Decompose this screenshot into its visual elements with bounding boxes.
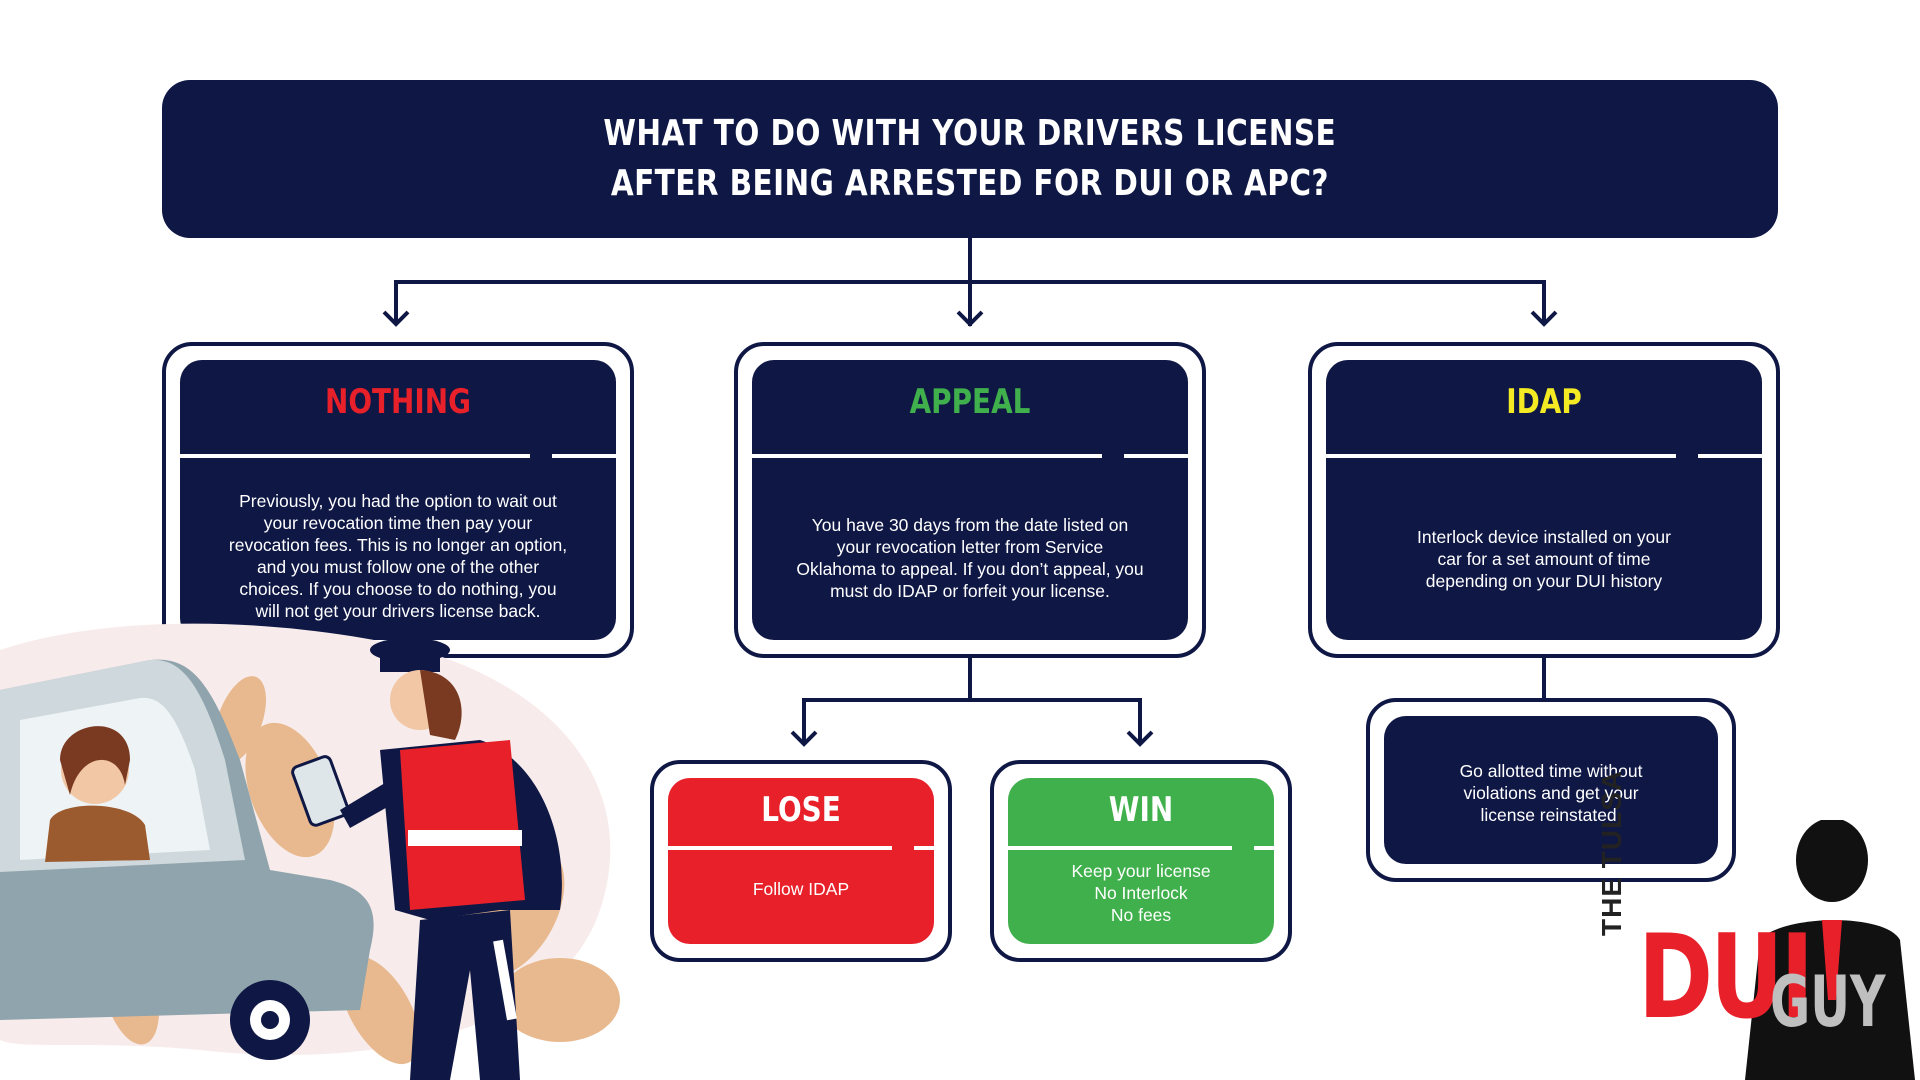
text-line: Interlock device installed on your [1417, 527, 1671, 547]
option-heading-appeal: APPEAL [909, 382, 1031, 422]
outcome-text-win: Keep your license No Interlock No fees [1018, 860, 1264, 926]
text-line: your revocation letter from Service [836, 537, 1104, 557]
silhouette-man-icon [1745, 820, 1915, 1080]
option-card-nothing-panel: NOTHING Previously, you had the option t… [180, 360, 616, 640]
text-line: your revocation time then pay your [263, 513, 533, 533]
option-card-appeal-panel: APPEAL You have 30 days from the date li… [752, 360, 1188, 640]
title-line-2: AFTER BEING ARRESTED FOR DUI OR APC? [610, 163, 1330, 204]
text-line: No fees [1110, 905, 1172, 925]
option-card-idap: IDAP Interlock device installed on your … [1308, 342, 1780, 658]
option-heading-idap: IDAP [1506, 382, 1582, 422]
divider-gap [1232, 846, 1254, 850]
logo-tulsa-text: TULSA [1596, 769, 1627, 869]
option-text-appeal: You have 30 days from the date listed on… [788, 514, 1152, 602]
card-divider [1326, 454, 1762, 458]
arrowhead-nothing [382, 310, 410, 327]
divider-gap [892, 846, 914, 850]
text-line: You have 30 days from the date listed on [811, 515, 1129, 535]
text-line: depending on your DUI history [1425, 571, 1663, 591]
arrowhead-appeal [956, 310, 984, 327]
outcome-card-win: WIN Keep your license No Interlock No fe… [990, 760, 1292, 962]
title-banner: WHAT TO DO WITH YOUR DRIVERS LICENSE AFT… [162, 80, 1778, 238]
text-line: Follow IDAP [752, 879, 850, 899]
text-line: violations and get your [1463, 783, 1639, 803]
text-line: and you must follow one of the other [256, 557, 540, 577]
arrowhead-idap [1530, 310, 1558, 327]
logo-the: THE TULSA [1596, 770, 1628, 936]
title-line-1: WHAT TO DO WITH YOUR DRIVERS LICENSE [603, 113, 1337, 154]
text-line: revocation fees. This is no longer an op… [228, 535, 568, 555]
option-text-nothing: Previously, you had the option to wait o… [216, 490, 580, 622]
text-line: Oklahoma to appeal. If you don’t appeal,… [796, 559, 1144, 579]
text-line: Keep your license [1071, 861, 1211, 881]
arrowhead-win [1126, 730, 1154, 747]
outcome-card-lose-panel: LOSE Follow IDAP [668, 778, 934, 944]
outcome-heading-lose: LOSE [761, 790, 841, 830]
text-line: No Interlock [1094, 883, 1188, 903]
outcome-heading-win: WIN [1108, 790, 1174, 830]
divider-gap [1102, 454, 1124, 458]
option-heading-nothing: NOTHING [325, 382, 471, 422]
text-line: license reinstated. [1480, 805, 1622, 825]
option-card-appeal: APPEAL You have 30 days from the date li… [734, 342, 1206, 658]
logo-the-text: THE [1596, 877, 1627, 936]
card-divider [752, 454, 1188, 458]
text-line: car for a set amount of time [1437, 549, 1651, 569]
text-line: must do IDAP or forfeit your license. [830, 581, 1110, 601]
outcome-text-lose: Follow IDAP [678, 878, 924, 900]
card-divider [1008, 846, 1274, 850]
divider-gap [1676, 454, 1698, 458]
outcome-card-idap-result-panel: Go allotted time without violations and … [1384, 716, 1718, 864]
outcome-card-win-panel: WIN Keep your license No Interlock No fe… [1008, 778, 1274, 944]
text-line: Previously, you had the option to wait o… [239, 491, 557, 511]
outcome-card-idap-result: Go allotted time without violations and … [1366, 698, 1736, 882]
arrowhead-lose [790, 730, 818, 747]
card-divider [180, 454, 616, 458]
officer-at-car-window-illustration [0, 623, 620, 1080]
outcome-text-idap-result: Go allotted time without violations and … [1394, 760, 1708, 826]
option-card-idap-panel: IDAP Interlock device installed on your … [1326, 360, 1762, 640]
text-line: Go allotted time without [1459, 761, 1643, 781]
logo-guy: GUY [1770, 961, 1886, 1043]
connector-top-branch [394, 280, 1546, 322]
outcome-card-lose: LOSE Follow IDAP [650, 760, 952, 962]
logo-dui: DUI [1638, 910, 1814, 1045]
divider-gap [530, 454, 552, 458]
option-text-idap: Interlock device installed on your car f… [1362, 526, 1726, 592]
text-line: will not get your drivers license back. [255, 601, 541, 621]
text-line: choices. If you choose to do nothing, yo… [239, 579, 557, 599]
card-divider [668, 846, 934, 850]
connector-appeal-branch [802, 698, 1142, 742]
